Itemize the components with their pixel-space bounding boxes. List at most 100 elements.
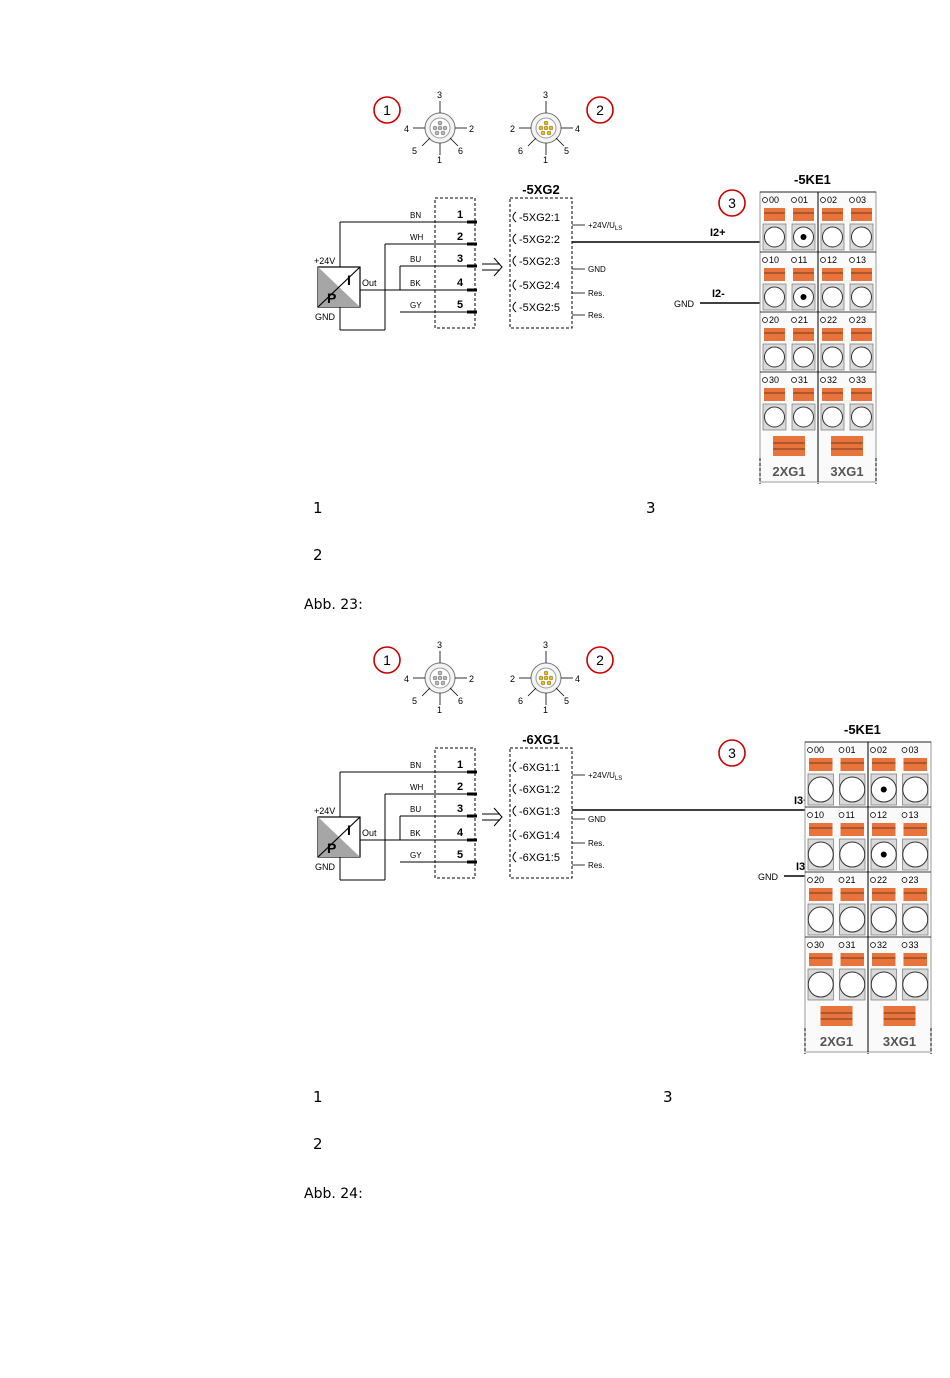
terminal-hole	[807, 906, 834, 933]
terminal-release-lever	[764, 328, 785, 341]
plug-signal-label: Res.	[588, 311, 604, 320]
connected-terminal-dot	[800, 234, 807, 240]
plug-signal-label: Res.	[588, 289, 604, 298]
plug-pin-arc	[512, 783, 517, 795]
terminal-number-21: 21	[846, 875, 856, 885]
sensor-supply-label: +24V	[314, 806, 335, 816]
callout-number: 3	[728, 195, 736, 211]
plug-dashed-box	[509, 197, 573, 329]
pin-contact	[467, 792, 477, 796]
legend-number-2: 2	[313, 1135, 323, 1153]
signal-minus-label: I2-	[712, 288, 725, 300]
terminal-hole	[839, 841, 866, 868]
terminal-hole	[851, 346, 872, 368]
plug-pin-arc	[512, 255, 517, 267]
sensor-diagonal	[317, 266, 361, 308]
connector-pin	[432, 125, 438, 131]
connection-arrow	[482, 257, 503, 277]
terminal-hole	[870, 906, 897, 933]
terminal-led	[791, 197, 797, 203]
terminal-hole	[902, 971, 929, 998]
terminal-led	[820, 317, 826, 323]
connector-pin	[543, 670, 549, 676]
connector-pin	[538, 125, 544, 131]
sensor-i-label: I	[347, 822, 351, 838]
connector-leader	[421, 137, 431, 147]
sensor-supply-label: +24V	[314, 256, 335, 266]
terminal-number-22: 22	[827, 315, 837, 325]
connector-pin	[540, 680, 546, 686]
terminal-led	[762, 197, 768, 203]
connector-pin	[437, 670, 443, 676]
terminal-led	[901, 942, 908, 948]
connector-leader	[555, 137, 565, 147]
signal-plus-label: I2+	[710, 227, 726, 239]
terminal-led	[820, 257, 826, 263]
callout-3: 3	[718, 739, 746, 767]
pin-contact	[467, 242, 477, 246]
callout-circle	[718, 739, 746, 767]
connector-pin-number: 1	[437, 155, 442, 165]
terminal-number-11: 11	[798, 255, 807, 265]
plug-pin-arc	[512, 805, 517, 817]
plug-pin-arc	[512, 211, 517, 223]
connector-leader	[449, 137, 459, 147]
terminal-hole	[822, 346, 843, 368]
terminal-pin-5: 5	[457, 849, 463, 861]
wire-color-bk: BK	[410, 829, 421, 838]
legend-number-1: 1	[313, 499, 323, 517]
plug-pin-arc	[512, 829, 517, 841]
callout-circle	[373, 96, 401, 124]
terminal-release-lever	[822, 208, 843, 221]
connector-pin-number: 6	[518, 146, 523, 156]
plug-pin-label: -6XG1:5	[519, 852, 560, 864]
terminal-release-lever	[764, 268, 785, 281]
terminal-pin-3: 3	[457, 803, 463, 815]
plug-pin-arc	[512, 301, 517, 313]
terminal-release-lever	[872, 953, 896, 966]
connector-leader	[527, 137, 537, 147]
sensor-i-label: I	[347, 272, 351, 288]
connector-pin	[538, 675, 544, 681]
connector-pin	[548, 675, 554, 681]
terminal-pin-3: 3	[457, 253, 463, 265]
gnd-label: GND	[758, 872, 779, 882]
terminal-release-lever	[872, 758, 896, 771]
terminal-led	[791, 377, 797, 383]
plug-signal-label: Res.	[588, 839, 604, 848]
terminal-hole	[851, 226, 872, 248]
terminal-number-20: 20	[814, 875, 824, 885]
terminal-hole	[793, 346, 814, 368]
terminal-release-lever	[840, 888, 864, 901]
connector-pin	[437, 675, 443, 681]
terminal-hole	[839, 971, 866, 998]
terminal-release-lever	[764, 208, 785, 221]
connector-pin-number: 5	[564, 146, 569, 156]
terminal-release-lever	[840, 953, 864, 966]
terminal-release-lever	[822, 328, 843, 341]
terminal-number-02: 02	[877, 745, 887, 755]
plug-title: -5XG2	[522, 182, 560, 197]
connector-pin-number: 1	[437, 705, 442, 715]
terminal-led	[870, 942, 876, 948]
connector-pin	[437, 120, 443, 126]
connector-pin-number: 1	[543, 155, 548, 165]
terminal-release-lever	[822, 268, 843, 281]
terminal-led	[762, 377, 768, 383]
bottom-label-2xg1: 2XG1	[772, 464, 805, 479]
terminal-number-22: 22	[877, 875, 887, 885]
terminal-number-10: 10	[769, 255, 779, 265]
connector-pin	[432, 675, 438, 681]
terminal-led	[807, 877, 813, 883]
connector-pin-number: 6	[458, 146, 463, 156]
terminal-led	[870, 812, 876, 818]
plug-pin-arc	[512, 761, 517, 773]
legend-number-2: 2	[313, 546, 323, 564]
connector-pin-number: 5	[564, 696, 569, 706]
terminal-number-30: 30	[769, 375, 779, 385]
connector-pin-number: 2	[510, 674, 515, 684]
plug-connector: -6XG1-6XG1:1+24V/ULS-6XG1:2-6XG1:3GND-6X…	[509, 732, 622, 879]
